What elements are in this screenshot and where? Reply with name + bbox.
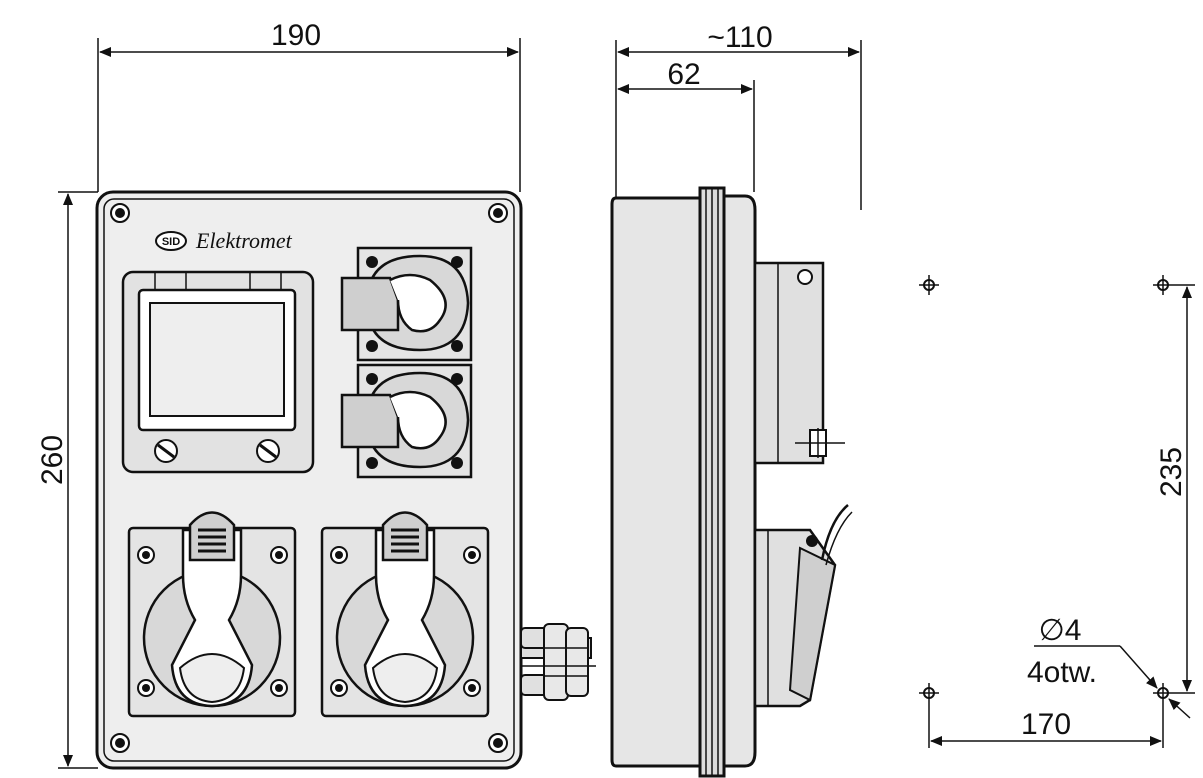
- front-view: 190 260 SID Elektromet: [36, 19, 596, 770]
- mount-hole-top-left: [919, 275, 939, 295]
- small-socket-upper: [340, 246, 473, 362]
- enclosure-inner-edge: [103, 198, 515, 762]
- hole-callout: ∅4 4otw.: [1027, 614, 1191, 719]
- logo-badge-text: SID: [162, 236, 180, 248]
- sid-badge: [155, 231, 187, 251]
- width-label: 190: [271, 19, 321, 52]
- cable-gland: [520, 623, 596, 701]
- depth-total-label: ~110: [707, 21, 772, 54]
- small-socket-lower: [340, 363, 473, 479]
- window-screw-right: [256, 439, 280, 463]
- side-body-base: [610, 196, 702, 768]
- large-socket-right: [320, 511, 490, 718]
- height-label: 260: [36, 435, 69, 485]
- mount-horizontal-dimension: 170: [930, 708, 1162, 746]
- mounting-plan: 235 170 ∅4 4otw.: [919, 275, 1195, 748]
- side-view: ~110 62: [610, 21, 862, 778]
- hole-count-label: 4otw.: [1027, 656, 1097, 689]
- mount-hole-bottom-right: [1153, 683, 1195, 748]
- mount-vertical-label: 235: [1155, 447, 1188, 497]
- corner-screws: [110, 203, 508, 753]
- logo-brand-name: Elektromet: [195, 228, 293, 253]
- mount-hole-bottom-left: [919, 683, 939, 748]
- side-socket-lower: [753, 504, 853, 708]
- width-dimension: 190: [99, 19, 519, 57]
- brand-logo: SID Elektromet: [155, 228, 293, 253]
- hole-diameter-label: ∅4: [1039, 614, 1082, 647]
- mount-horizontal-label: 170: [1021, 708, 1071, 741]
- depth-body-label: 62: [667, 58, 700, 91]
- window-screw-left: [154, 439, 178, 463]
- mount-vertical-dimension: 235: [1155, 286, 1192, 692]
- side-socket-upper: [753, 261, 845, 465]
- breaker-window: [121, 270, 315, 474]
- depth-total-dimension: ~110: [617, 21, 860, 57]
- height-dimension: 260: [36, 193, 73, 767]
- depth-body-dimension: 62: [617, 58, 753, 94]
- side-lid: [722, 194, 757, 768]
- mount-hole-top-right: [1153, 275, 1195, 295]
- large-socket-left: [127, 511, 297, 718]
